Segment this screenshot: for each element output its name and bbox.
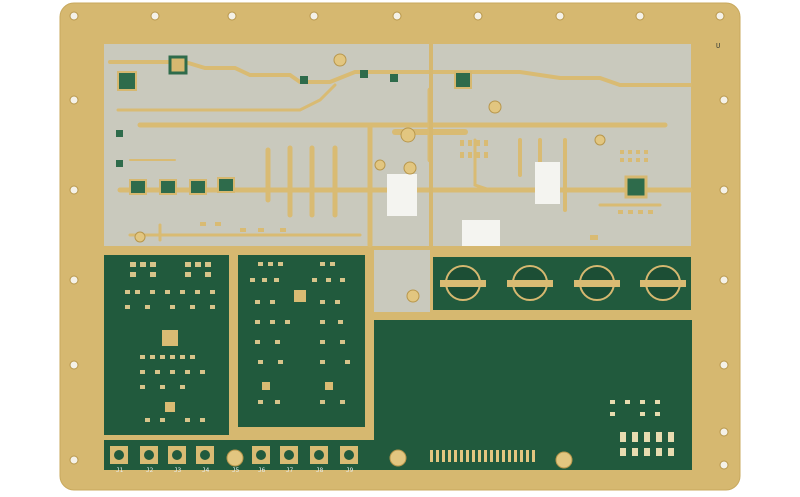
- bottom-connectors: [110, 446, 358, 467]
- svg-text:J5: J5: [232, 467, 240, 474]
- corner-mark: U: [716, 42, 720, 50]
- svg-text:J8: J8: [316, 467, 324, 474]
- connector-j1: [110, 446, 128, 464]
- connector-j6: [252, 446, 270, 464]
- connector-j5: [226, 449, 244, 467]
- strip-round-pads: [440, 265, 686, 301]
- fiducial-left: [389, 449, 407, 467]
- mounting-holes: [69, 11, 729, 470]
- svg-text:J1: J1: [116, 467, 124, 474]
- window-1: [387, 174, 417, 216]
- window-2: [535, 162, 560, 204]
- connector-j4: [196, 446, 214, 464]
- svg-text:J7: J7: [286, 467, 294, 474]
- connector-j9: [340, 446, 358, 464]
- svg-text:J2: J2: [146, 467, 154, 474]
- svg-text:J3: J3: [174, 467, 182, 474]
- soldermask-block-3: [374, 320, 692, 460]
- rf-round-pads: [134, 53, 606, 303]
- svg-text:J6: J6: [258, 467, 266, 474]
- edge-connector: [430, 450, 535, 462]
- fiducial-right: [555, 451, 573, 469]
- block1-pads: [125, 262, 215, 422]
- connector-j7: [280, 446, 298, 464]
- svg-text:J9: J9: [346, 467, 354, 474]
- window-3: [462, 220, 500, 246]
- rf-smd-pads: [200, 140, 653, 240]
- connector-j8: [310, 446, 328, 464]
- block2-pads: [250, 262, 350, 404]
- connector-labels: J1 J2 J3 J4 J5 J6 J7 J8 J9: [116, 467, 354, 474]
- rf-laminate-mid: [374, 250, 430, 312]
- rf-laminate-left: [104, 44, 429, 246]
- rf-ics: [116, 55, 648, 199]
- connector-j2: [140, 446, 158, 464]
- pad-array: [610, 400, 674, 456]
- svg-text:J4: J4: [202, 467, 210, 474]
- region-dividers: [232, 44, 433, 440]
- connector-j3: [168, 446, 186, 464]
